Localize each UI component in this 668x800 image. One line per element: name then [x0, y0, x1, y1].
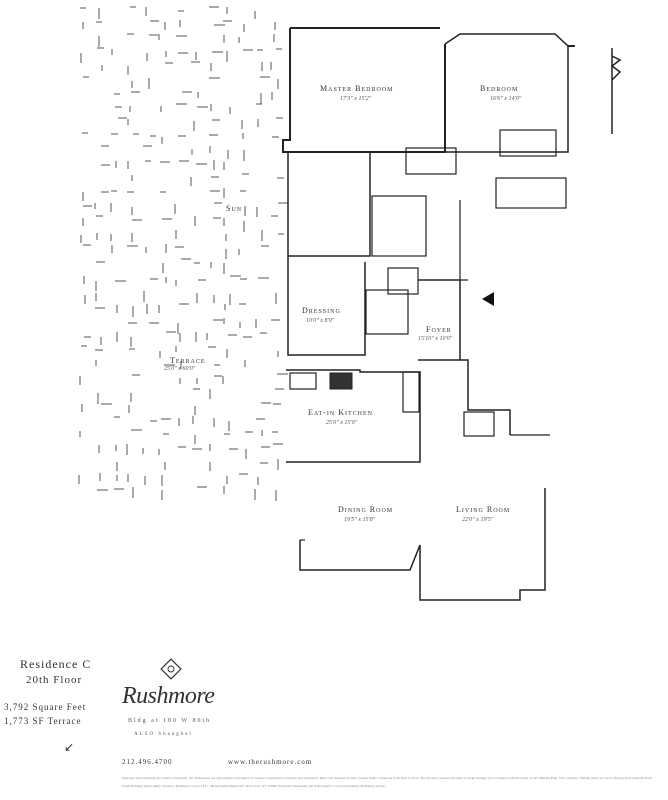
- room-dims-living-room: 22'0" x 19'5": [462, 517, 494, 523]
- room-dims-foyer: 15'10" x 10'0": [418, 336, 453, 342]
- room-label-living-room: Living Room: [456, 505, 511, 514]
- logo-subtitle: Bldg at 180 W 80th: [128, 718, 212, 724]
- room-dims-eat-in-kitchen: 25'0" x 15'0": [326, 420, 358, 426]
- compass-scale: [610, 48, 622, 134]
- rushmore-wordmark: Rushmore: [122, 683, 215, 709]
- room-dims-dining-room: 19'5" x 15'8": [344, 517, 376, 523]
- square-feet: 3,792 Square Feet: [4, 702, 87, 712]
- rushmore-crest-icon: [160, 658, 182, 680]
- disclaimer-line-2: Equal Housing Opportunity. Sponsor: Rush…: [122, 784, 386, 788]
- north-arrow-icon: ↙: [64, 740, 75, 754]
- contact-website[interactable]: www.therushmore.com: [228, 758, 313, 766]
- residence-name: Residence C: [20, 657, 92, 671]
- room-dims-bedroom: 16'6" x 14'0": [490, 96, 522, 102]
- room-dims-dressing: 10'0" x 8'0": [306, 318, 335, 324]
- room-label-foyer: Foyer: [426, 325, 452, 334]
- room-dims-master-bedroom: 17'3" x 15'2": [340, 96, 372, 102]
- logo-tagline: ALSO Shanghai: [134, 732, 193, 737]
- room-label-master-bedroom: Master Bedroom: [320, 84, 394, 93]
- entry-arrow-icon: [482, 292, 494, 306]
- room-label-dressing: Dressing: [302, 306, 341, 315]
- room-label-eat-in-kitchen: Eat-in Kitchen: [308, 408, 373, 417]
- contact-phone[interactable]: 212.496.4700: [122, 758, 173, 766]
- room-label-dining-room: Dining Room: [338, 505, 394, 514]
- room-label-bedroom: Bedroom: [480, 84, 519, 93]
- floor-number: 20th Floor: [26, 674, 83, 686]
- room-label-sun: Sun: [226, 204, 243, 213]
- terrace-paving: [78, 6, 288, 501]
- walls: [282, 27, 575, 601]
- room-dims-terrace: 25'0" x 60'0": [164, 366, 196, 372]
- disclaimer-line-1: Sketches and renderings are artist's con…: [122, 776, 652, 780]
- room-label-terrace: Terrace: [170, 356, 206, 365]
- terrace-square-feet: 1,773 SF Terrace: [4, 716, 82, 726]
